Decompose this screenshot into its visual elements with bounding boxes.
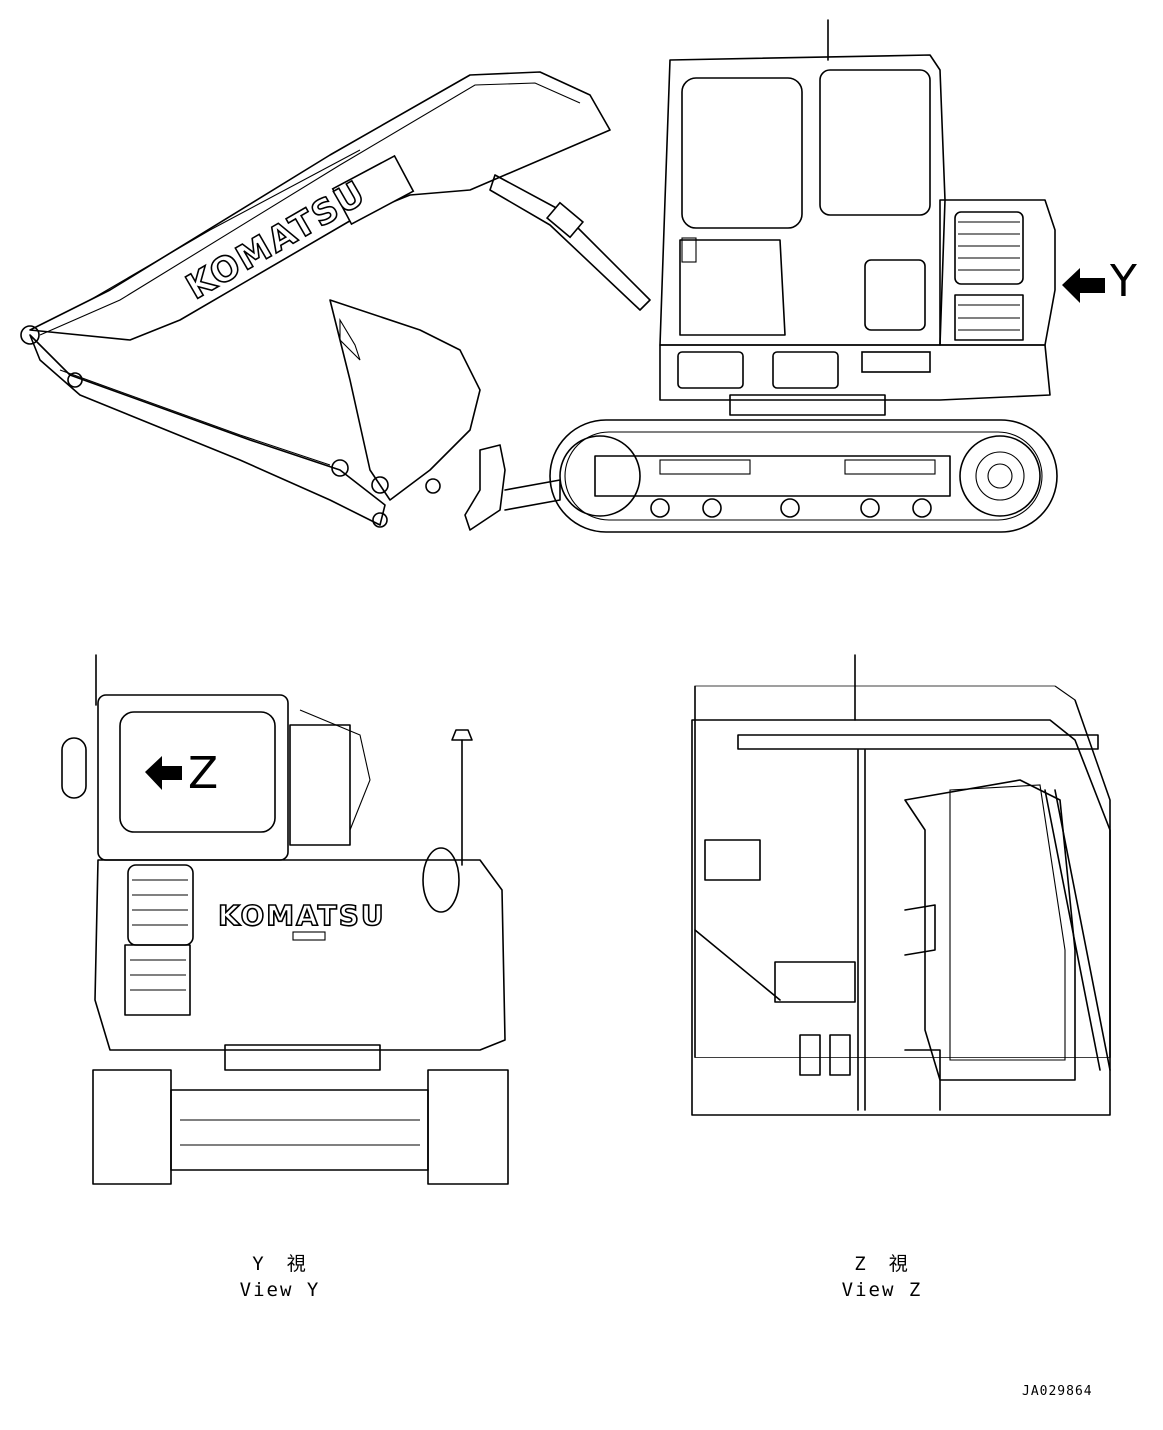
rear-logo: KOMATSU bbox=[218, 899, 386, 932]
rear-view-y: KOMATSU bbox=[61, 654, 509, 1185]
upper-structure bbox=[659, 199, 1056, 416]
rear-cab bbox=[61, 694, 289, 861]
arm bbox=[20, 325, 441, 528]
boom-logo: KOMATSU bbox=[180, 173, 374, 308]
drawing-code: JA029864 bbox=[1022, 1384, 1093, 1399]
rear-tracks bbox=[92, 1044, 509, 1185]
operator-cab bbox=[659, 19, 946, 346]
view-y-caption-jp: Y 視 bbox=[252, 1253, 308, 1275]
boom-cylinder bbox=[489, 174, 651, 311]
view-y-arrow-label: Y bbox=[1110, 256, 1137, 307]
view-z-caption-jp: Z 視 bbox=[854, 1253, 910, 1275]
cab-view-z bbox=[691, 654, 1111, 1116]
view-y-arrow-icon bbox=[1062, 268, 1105, 303]
bucket bbox=[329, 299, 481, 501]
engine-hood-grille bbox=[958, 221, 1020, 331]
boom: KOMATSU bbox=[29, 71, 611, 341]
excavator-side-view: KOMATSU bbox=[20, 19, 1105, 533]
dozer-blade bbox=[464, 444, 561, 531]
track-undercarriage bbox=[549, 419, 1058, 533]
rear-hydraulics bbox=[289, 709, 473, 866]
view-z-caption-en: View Z bbox=[841, 1279, 923, 1301]
view-y-caption-en: View Y bbox=[239, 1279, 321, 1301]
counterweight: KOMATSU bbox=[94, 847, 506, 1051]
view-z-arrow-label: Z bbox=[188, 748, 219, 799]
